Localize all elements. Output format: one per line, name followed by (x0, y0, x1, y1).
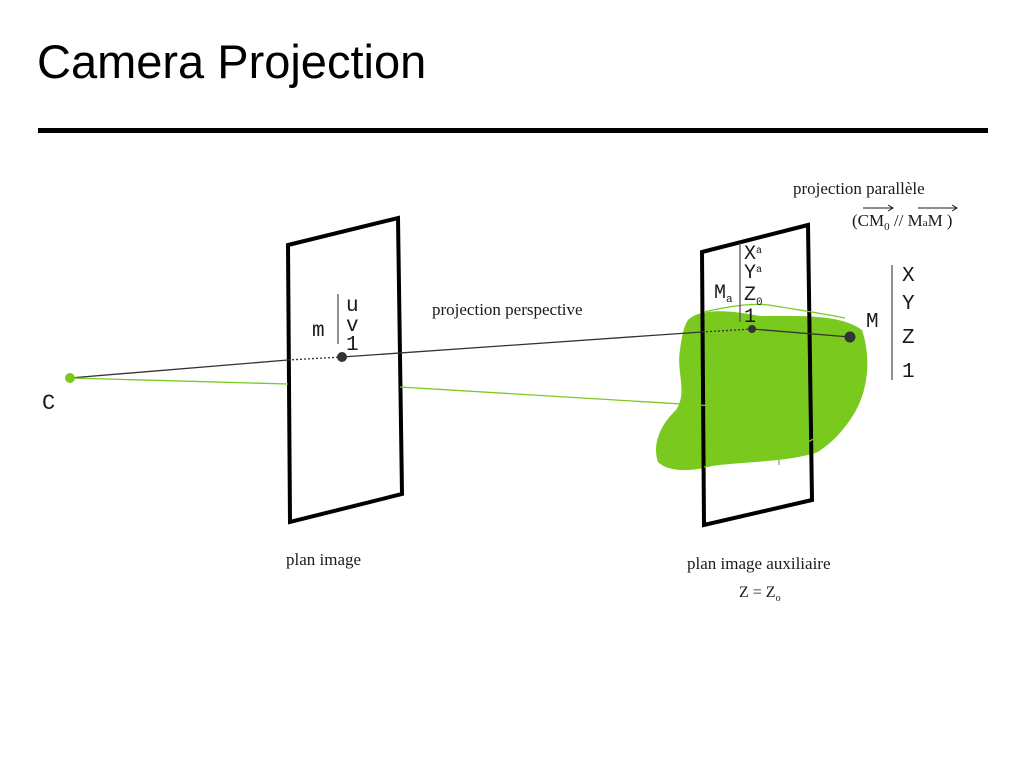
green-ray-front (69, 377, 289, 385)
aux-coord-y: Ya (744, 262, 762, 285)
svg-text:Ma: Ma (714, 282, 733, 306)
point-m0 (760, 404, 770, 414)
formula-ma: M (908, 211, 923, 230)
formula-cm-sub: 0 (884, 221, 890, 233)
plan-image-label: plan image (286, 550, 361, 569)
world-coord-x: X (902, 265, 915, 288)
world-coord-z: Z (902, 327, 915, 350)
aux-point-subscript: a (726, 294, 733, 306)
m0-coord-1: 1 (785, 440, 797, 463)
green-ray-back (399, 386, 766, 410)
perspective-ray-mid (341, 331, 703, 358)
camera-center-point (65, 373, 75, 383)
formula-ma-sub: a (923, 217, 928, 229)
m0-coord-z: Z0 (785, 419, 804, 443)
formula-m: M (928, 211, 943, 230)
plan-aux-label: plan image auxiliaire (687, 554, 831, 573)
page-title: Camera Projection (37, 35, 427, 88)
aux-point-label: Ma (714, 282, 733, 306)
image-point-label: m (312, 320, 325, 343)
aux-point-base: M (714, 282, 726, 305)
aux-coord-1: 1 (744, 306, 756, 329)
formula-arrowhead-mam (951, 204, 958, 212)
world-coord-1: 1 (902, 361, 915, 384)
auxiliary-image-plane (699, 222, 815, 528)
perspective-ray-aux-hidden (701, 328, 753, 333)
formula-sep: // (890, 211, 908, 230)
parallel-label: projection parallèle (793, 179, 925, 198)
z0-contour-top (703, 303, 846, 319)
formula-arrowhead-cm (887, 204, 894, 212)
formula-open: ( (852, 211, 858, 230)
image-coord-1: 1 (346, 334, 359, 357)
object-blob (656, 311, 868, 471)
perspective-ray-hidden (287, 356, 343, 361)
image-plane (285, 215, 405, 525)
m0-point-base: M (755, 425, 767, 448)
m0-point-subscript: 0 (767, 437, 774, 449)
image-coord-u: u (346, 295, 359, 318)
perspective-ray-front (69, 359, 289, 379)
aux-coord-z: Z0 (744, 284, 763, 309)
world-coord-y: Y (902, 293, 915, 316)
world-point-label: M (866, 311, 879, 334)
formula-cm: CM (858, 211, 884, 230)
m0-coord-y: Y0 (785, 398, 804, 422)
perspective-label: projection perspective (432, 300, 583, 319)
parallel-formula: (CM0 // MaM) (852, 204, 958, 233)
z0-contour-bottom (703, 427, 831, 468)
aux-point-ma (748, 325, 756, 333)
title-divider (38, 128, 988, 133)
image-point-m (337, 352, 347, 362)
perspective-ray-back (751, 328, 851, 338)
formula-close: ) (947, 211, 953, 230)
z-equals-label: Z = Zo (739, 584, 781, 604)
svg-text:(CM0 // MaM): (CM0 // MaM) (852, 211, 952, 233)
aux-coord-x: Xa (744, 243, 762, 266)
world-point-M (844, 331, 856, 343)
image-coord-v: v (346, 315, 359, 338)
m0-point-label: M0 (755, 425, 774, 449)
svg-text:M0: M0 (755, 425, 774, 449)
center-label: C (42, 391, 55, 416)
m0-coord-x: X0 (785, 377, 804, 401)
